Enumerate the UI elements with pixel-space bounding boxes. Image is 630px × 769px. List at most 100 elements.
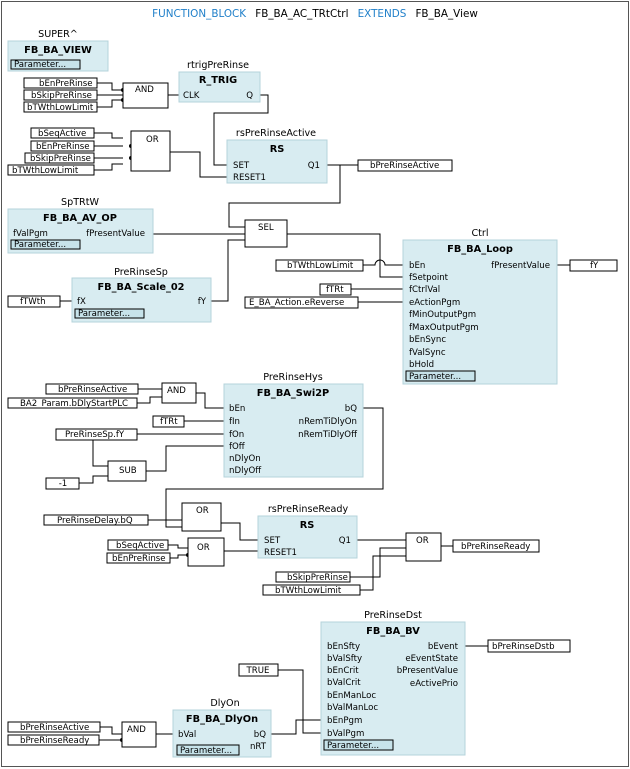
rs1-output-var[interactable]	[357, 159, 453, 172]
bv-pin: bEnPgm	[327, 716, 362, 726]
ctrl-in-ftrt[interactable]	[319, 283, 352, 296]
scale-block[interactable]: PreRinseSp FB_BA_Scale_02 fX fY Paramete…	[7, 267, 212, 323]
or2-var-1[interactable]	[43, 514, 149, 526]
wire-dlyon-bv	[271, 719, 321, 735]
and2-group: bPreRinseActive BA2_Param.bDlyStartPLC A…	[7, 382, 197, 409]
or4-var-2[interactable]	[275, 571, 351, 583]
super-parameter-button[interactable]	[10, 59, 81, 70]
bv-pin-out: bPresentValue	[397, 666, 458, 676]
or2-gate[interactable]	[181, 502, 222, 532]
dlyon-instance-name: DlyOn	[210, 698, 239, 709]
hys-in-sp[interactable]	[55, 428, 138, 441]
hys-pin-out: nRemTiDlyOff	[298, 430, 358, 440]
ctrl-output-var[interactable]	[569, 259, 618, 272]
wire-or3-in1	[168, 544, 188, 549]
sptrtw-parameter-button[interactable]	[10, 239, 81, 250]
sptrtw-block[interactable]: SpTRtW FB_BA_AV_OP fValPgm fPresentValue…	[7, 197, 154, 254]
wire-or4-in3	[360, 555, 406, 591]
or1-var-3[interactable]	[24, 152, 95, 164]
hys-pin: fOn	[229, 430, 244, 440]
or3-gate-label: OR	[197, 543, 210, 553]
super-instance-name: SUPER^	[38, 29, 78, 40]
or2-var-1-label: PreRinseDelay.bQ	[57, 516, 133, 526]
scale-input-var[interactable]	[7, 295, 61, 308]
and1-group: bEnPreRinse bSkipPreRinse bTWthLowLimit …	[23, 77, 169, 113]
bv-block[interactable]: PreRinseDst FB_BA_BV bEnSfty bValSfty bE…	[238, 610, 571, 756]
super-block[interactable]: SUPER^ FB_BA_VIEW Parameter...	[7, 29, 109, 72]
rs1-type: RS	[270, 144, 285, 155]
hys-body[interactable]	[223, 383, 364, 478]
or4-gate[interactable]	[405, 532, 442, 562]
or4-gate-label: OR	[416, 536, 429, 546]
ctrl-block[interactable]: Ctrl FB_BA_Loop bEn fSetpoint fCtrlVal e…	[244, 228, 618, 385]
or1-var-1[interactable]	[30, 127, 95, 139]
rs2-body[interactable]	[257, 515, 358, 559]
bv-output-var[interactable]	[487, 639, 571, 653]
hys-pin-out: bQ	[345, 404, 357, 414]
wire-lowlimit-ctrl	[363, 259, 403, 266]
and1-var-3[interactable]	[23, 101, 98, 113]
and3-gate[interactable]	[121, 721, 157, 748]
wire-rtrig-rs1	[213, 94, 269, 166]
dlyon-pin-out1: bQ	[254, 730, 266, 740]
ctrl-in-lowlimit[interactable]	[275, 259, 364, 272]
and2-var-2-label: BA2_Param.bDlyStartPLC	[20, 399, 128, 409]
or4-var-3-label: bTWthLowLimit	[275, 586, 342, 596]
and1-var-1[interactable]	[23, 77, 98, 89]
bv-parameter-button[interactable]	[323, 739, 394, 751]
dlyon-parameter-button[interactable]	[176, 744, 240, 756]
rtrig-body[interactable]	[178, 71, 261, 103]
rtrig-block[interactable]: rtrigPreRinse R_TRIG CLK Q	[178, 60, 261, 103]
or4-var-3[interactable]	[262, 584, 361, 596]
rs1-body[interactable]	[226, 139, 328, 184]
and3-var-1[interactable]	[7, 721, 101, 733]
ctrl-pin-out: fPresentValue	[491, 261, 550, 271]
or3-var-1[interactable]	[107, 539, 169, 551]
header-title: FUNCTION_BLOCK FB_BA_AC_TRtCtrl EXTENDS …	[152, 2, 478, 21]
bv-pin: bValCrit	[327, 678, 361, 688]
or1-var-4[interactable]	[7, 164, 95, 176]
sel-gate[interactable]	[244, 219, 288, 248]
hys-block[interactable]: PreRinseHys FB_BA_Swi2P bEn fIn fOn fOff…	[45, 372, 364, 490]
hys-in-neg[interactable]	[45, 477, 80, 490]
or1-gate[interactable]	[130, 130, 171, 172]
or3-var-2[interactable]	[106, 552, 171, 564]
wire-neg-sub	[79, 475, 108, 484]
bv-parameter-label: Parameter...	[327, 741, 379, 751]
and3-var-2[interactable]	[7, 734, 100, 746]
bv-pin: bValSfty	[327, 654, 362, 664]
and2-gate[interactable]	[161, 382, 197, 404]
and2-var-2[interactable]	[7, 397, 138, 409]
bv-true-var[interactable]	[238, 663, 279, 677]
or4-output-var[interactable]	[452, 539, 540, 553]
scale-parameter-button[interactable]	[74, 308, 145, 319]
or1-var-2[interactable]	[30, 140, 95, 152]
or3-gate[interactable]	[187, 537, 225, 567]
wire-or1-rs1	[170, 151, 227, 178]
sub-group: SUB	[107, 460, 147, 482]
wire-or4-in2	[350, 547, 406, 578]
hys-pin: fOff	[229, 442, 246, 452]
or4-group: OR bSkipPreRinse bTWthLowLimit bPreRinse…	[262, 532, 540, 596]
and1-gate[interactable]	[122, 82, 169, 109]
ctrl-parameter-button[interactable]	[405, 370, 476, 382]
dlyon-block[interactable]: DlyOn FB_BA_DlyOn bVal bQ nRT Parameter.…	[172, 698, 272, 758]
rs1-block[interactable]: rsPreRinseActive RS SET RESET1 Q1 bPreRi…	[226, 128, 453, 184]
bv-body[interactable]	[320, 621, 466, 756]
wire-sub-hys	[146, 445, 224, 472]
rs2-pin-reset: RESET1	[264, 548, 297, 558]
and2-var-1[interactable]	[45, 383, 139, 395]
scale-parameter-label: Parameter...	[78, 309, 130, 319]
hys-pin: nDlyOn	[229, 454, 261, 464]
and1-var-2[interactable]	[23, 89, 98, 101]
ctrl-in-action[interactable]	[244, 296, 359, 309]
rs2-block[interactable]: rsPreRinseReady RS SET RESET1 Q1	[257, 504, 358, 559]
ctrl-body[interactable]	[402, 239, 558, 385]
and3-var-1-label: bPreRinseActive	[20, 723, 89, 733]
scale-pin-in: fX	[77, 297, 86, 307]
dlyon-pin-in: bVal	[178, 730, 196, 740]
hys-in-ftrt[interactable]	[152, 415, 185, 428]
rtrig-pin-clk: CLK	[183, 91, 200, 101]
sub-gate[interactable]	[107, 460, 147, 482]
rs1-output-label: bPreRinseActive	[370, 161, 439, 171]
